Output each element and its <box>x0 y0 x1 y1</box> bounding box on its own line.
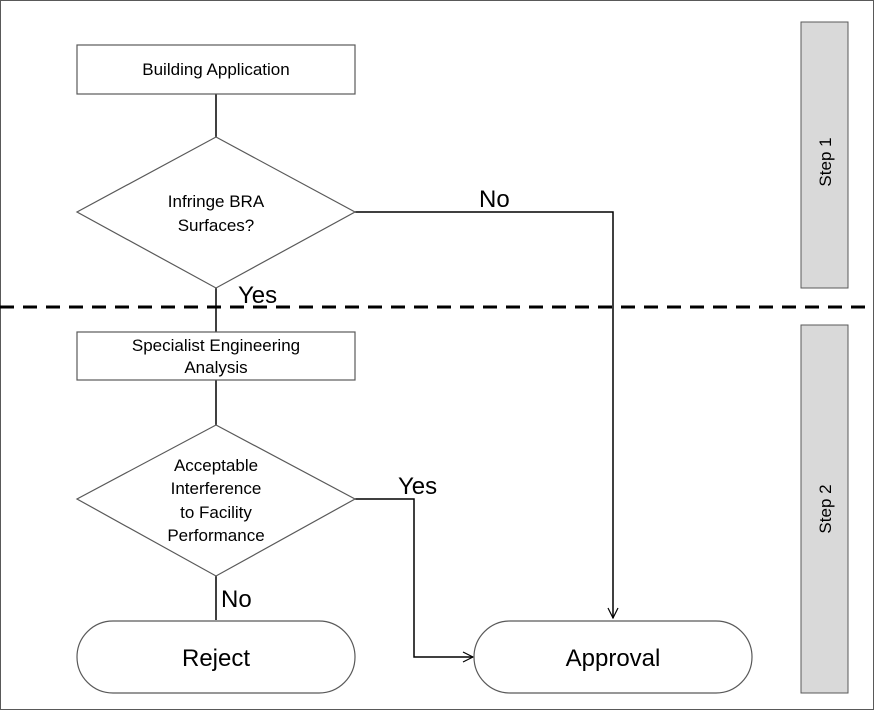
specialist-analysis-box <box>76 331 356 381</box>
approval-terminal <box>473 620 753 694</box>
step1-label: Step 1 <box>816 137 835 186</box>
acceptable-label-line2: Interference <box>171 479 262 498</box>
approval-label: Approval <box>566 645 661 672</box>
acceptable-label-line1: Acceptable <box>174 456 258 475</box>
step2-bar <box>800 324 849 694</box>
step1-bar <box>800 21 849 289</box>
acceptable-label-line4: Performance <box>167 526 264 545</box>
specialist-label-line1: Specialist Engineering <box>132 336 300 355</box>
infringe-decision <box>75 136 357 289</box>
acceptable-label-line3: to Facility <box>180 503 252 522</box>
acceptable-decision <box>75 424 357 577</box>
connector-acceptable-yes-to-approval <box>355 498 473 657</box>
building-application-label: Building Application <box>142 60 289 79</box>
reject-terminal <box>76 620 356 694</box>
specialist-label-line2: Analysis <box>184 358 247 377</box>
step2-label: Step 2 <box>816 484 835 533</box>
edge-label-no-acceptable: No <box>221 586 252 613</box>
reject-label: Reject <box>182 645 250 672</box>
edge-label-yes-acceptable: Yes <box>398 473 437 500</box>
building-application-box <box>76 44 356 95</box>
connector-infringe-no-to-approval <box>355 211 613 618</box>
infringe-label-line2: Surfaces? <box>178 216 255 235</box>
infringe-label-line1: Infringe BRA <box>168 192 265 211</box>
edge-label-yes-infringe: Yes <box>238 282 277 309</box>
edge-label-no-infringe: No <box>479 186 510 213</box>
